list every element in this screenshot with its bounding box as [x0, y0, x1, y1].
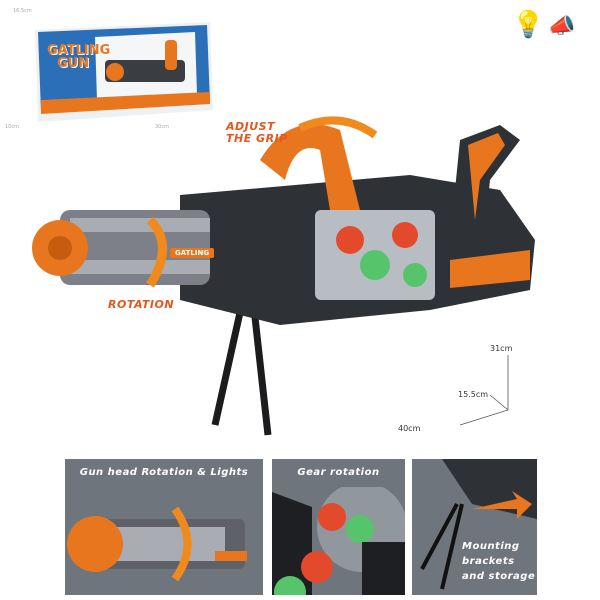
dim-depth: 15.5cm [458, 390, 489, 399]
dimension-lines [459, 355, 509, 426]
adjust-grip-line1: ADJUST [226, 120, 276, 133]
bipod-image [420, 459, 537, 590]
mounting-note: Mounting brackets and storage [462, 539, 535, 584]
gears-image [272, 487, 405, 595]
dim-length: 40cm [398, 424, 421, 433]
adjust-grip-callout: ADJUST THE GRIP [226, 121, 288, 145]
box-title-line2: GUN [57, 56, 90, 71]
panel-mounting-brackets: Mounting brackets and storage [412, 459, 537, 595]
dim-height: 31cm [490, 344, 513, 353]
rotation-callout: ROTATION [108, 298, 175, 311]
box-title-line1: GATLING [47, 43, 111, 58]
panel-title: Gear rotation [297, 467, 380, 478]
panel-gun-head-rotation: Gun head Rotation & Lights [65, 459, 263, 595]
panel-gear-rotation: Gear rotation [272, 459, 405, 595]
sound-speaker-icon: 📣 [548, 14, 576, 39]
box-dim-depth: 10cm [5, 124, 19, 130]
mounting-note-line3: and storage [462, 571, 536, 582]
gatling-label: GATLING [170, 248, 215, 258]
box-dim-height: 16.5cm [13, 8, 32, 14]
box-dim-width: 30cm [155, 124, 169, 130]
product-box: GATLING GUN 16.5cm 30cm 10cm [5, 8, 215, 130]
adjust-grip-line2: THE GRIP [226, 132, 288, 145]
light-bulb-icon: 💡 [512, 10, 545, 40]
mounting-note-line2: brackets [462, 556, 515, 567]
gun-head-image [67, 506, 247, 582]
mounting-note-line1: Mounting [462, 541, 520, 552]
gatling-gun-image [32, 116, 535, 436]
panel-title: Gun head Rotation & Lights [79, 467, 249, 478]
box-title: GATLING GUN [47, 44, 110, 70]
